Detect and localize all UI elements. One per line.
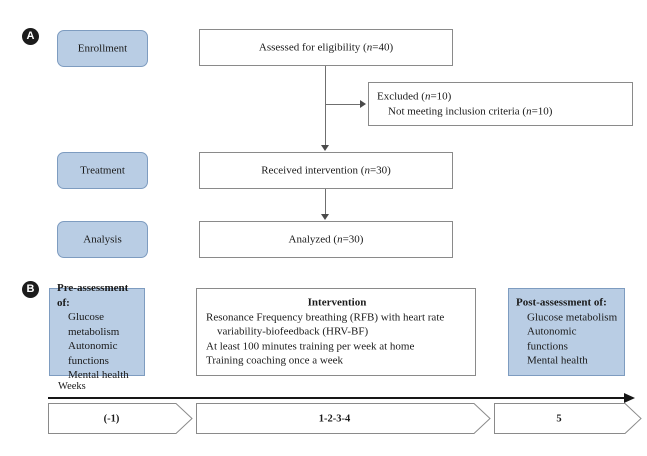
timeline-segment-1: 1-2-3-4 <box>196 403 491 434</box>
post-assessment-box: Post-assessment of: Glucose metabolism A… <box>508 288 625 376</box>
post-assessment-item-2: Mental health <box>527 354 588 367</box>
pre-assessment-heading: Pre-assessment of: <box>57 282 129 309</box>
post-assessment-heading: Post-assessment of: <box>516 296 607 309</box>
timeline-segment-0-shape <box>48 403 193 434</box>
node-received-count: =30) <box>369 164 391 177</box>
timeline-segment-2-shape <box>494 403 642 434</box>
connector-analysis-arrowhead <box>321 214 329 220</box>
stage-chip-analysis: Analysis <box>57 221 148 258</box>
node-received-text: Received intervention ( <box>261 164 365 177</box>
intervention-heading: Intervention <box>307 296 367 309</box>
stage-chip-analysis-label: Analysis <box>83 233 122 246</box>
connector-trunk-vertical <box>325 66 326 146</box>
node-received-intervention: Received intervention (n=30) <box>199 152 453 189</box>
connector-excluded-arrowhead <box>360 100 366 108</box>
timeline-axis-arrowhead <box>624 393 635 403</box>
intervention-line-1: variability-biofeedback (HRV-BF) <box>217 325 369 338</box>
connector-analysis-vertical <box>325 189 326 215</box>
intervention-line-3: Training coaching once a week <box>206 354 344 367</box>
stage-chip-enrollment: Enrollment <box>57 30 148 67</box>
stage-chip-treatment: Treatment <box>57 152 148 189</box>
excluded-line-2: Not meeting inclusion criteria (n=10) <box>388 105 553 117</box>
connector-trunk-arrowhead <box>321 145 329 151</box>
node-assessed-for-eligibility: Assessed for eligibility (n=40) <box>199 29 453 66</box>
timeline-segment-1-label: 1-2-3-4 <box>318 413 351 424</box>
intervention-box: Intervention Resonance Frequency breathi… <box>196 288 476 376</box>
node-analyzed-n: n <box>337 233 343 246</box>
node-analyzed: Analyzed (n=30) <box>199 221 453 258</box>
timeline-axis-label: Weeks <box>58 381 86 392</box>
timeline-segment-1-shape <box>196 403 491 434</box>
timeline-segment-0: (-1) <box>48 403 193 434</box>
timeline-segment-2-label: 5 <box>556 413 562 424</box>
post-assessment-item-1: Autonomic functions <box>527 325 577 353</box>
excluded-line-1: Excluded (n=10) <box>377 90 452 103</box>
timeline-segment-0-label: (-1) <box>103 413 120 424</box>
connector-excluded-horizontal <box>325 104 360 105</box>
stage-chip-treatment-label: Treatment <box>80 164 125 177</box>
pre-assessment-item-0: Glucose metabolism <box>68 311 120 338</box>
panel-badge-b: B <box>22 281 39 298</box>
node-analyzed-text: Analyzed ( <box>288 233 338 246</box>
panel-badge-a: A <box>22 28 39 45</box>
pre-assessment-item-2: Mental health <box>68 369 129 382</box>
intervention-line-0: Resonance Frequency breathing (RFB) with… <box>206 311 445 324</box>
pre-assessment-item-1: Autonomic functions <box>68 340 118 367</box>
stage-chip-enrollment-label: Enrollment <box>77 42 128 55</box>
timeline-axis-line <box>48 397 626 399</box>
node-analyzed-count: =30) <box>342 233 364 246</box>
intervention-line-2: At least 100 minutes training per week a… <box>206 340 415 353</box>
node-assessed-n: n <box>366 41 373 54</box>
node-received-n: n <box>364 164 370 177</box>
node-excluded: Excluded (n=10) Not meeting inclusion cr… <box>368 82 633 126</box>
node-assessed-text: Assessed for eligibility ( <box>258 41 367 54</box>
timeline-segment-2: 5 <box>494 403 642 434</box>
pre-assessment-box: Pre-assessment of: Glucose metabolism Au… <box>49 282 145 381</box>
post-assessment-item-0: Glucose metabolism <box>527 311 618 324</box>
node-assessed-count: =40) <box>372 41 394 54</box>
